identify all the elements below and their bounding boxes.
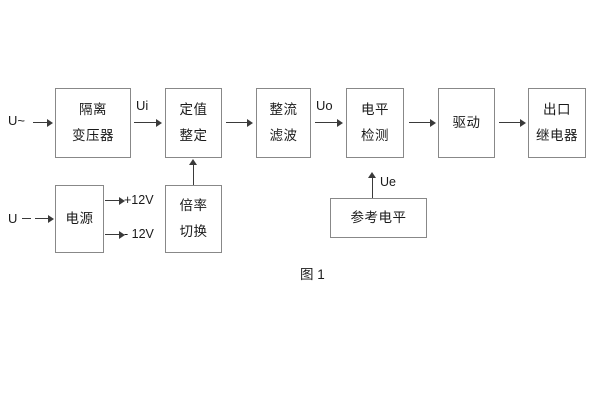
arrow-multiplier-switch-to-setting-value [189, 159, 198, 185]
block-isolation-transformer-line-1: 隔离 [79, 102, 107, 118]
arrow-reference-level-to-level-detection [368, 172, 377, 198]
label-ue: Ue [380, 175, 396, 189]
arrow-setting-value-to-rectify-filter [226, 118, 253, 127]
label-uo: Uo [316, 98, 333, 113]
label-dc-input: U [8, 211, 18, 226]
block-power-supply-line-1: 电源 [65, 210, 94, 226]
block-output-relay-line-1: 出口 [543, 102, 571, 118]
block-level-detection[interactable]: 电平 检测 [346, 88, 404, 158]
block-multiplier-switch-line-1: 倍率 [179, 198, 208, 214]
arrow-isolation-transformer-to-setting-value [134, 118, 162, 127]
block-setting-value-line-2: 整定 [179, 127, 208, 143]
block-rectify-filter[interactable]: 整流 滤波 [256, 88, 311, 158]
figure-caption: 图 1 [300, 267, 325, 282]
label-rail-negative: - 12V [124, 227, 154, 241]
arrow-rail-positive [105, 196, 125, 205]
block-setting-value-line-1: 定值 [179, 102, 208, 118]
block-output-relay[interactable]: 出口 继电器 [528, 88, 586, 158]
block-multiplier-switch-line-2: 切换 [179, 223, 208, 239]
arrow-rail-negative [105, 230, 125, 239]
arrow-rectify-filter-to-level-detection [315, 118, 343, 127]
block-power-supply[interactable]: 电源 [55, 185, 104, 253]
block-isolation-transformer-line-2: 变压器 [72, 127, 114, 143]
block-multiplier-switch[interactable]: 倍率 切换 [165, 185, 222, 253]
dash-dc-input-segment-1 [22, 218, 31, 219]
block-rectify-filter-line-1: 整流 [269, 102, 298, 118]
arrow-drive-to-output-relay [499, 118, 526, 127]
block-rectify-filter-line-2: 滤波 [269, 127, 298, 143]
block-reference-level-line-1: 参考电平 [350, 209, 407, 225]
block-setting-value[interactable]: 定值 整定 [165, 88, 222, 158]
block-drive[interactable]: 驱动 [438, 88, 495, 158]
block-reference-level[interactable]: 参考电平 [330, 198, 427, 238]
block-level-detection-line-2: 检测 [361, 127, 389, 143]
label-ac-input: U~ [8, 113, 25, 128]
arrow-ac-input-to-isolation-transformer [33, 118, 53, 127]
block-output-relay-line-2: 继电器 [536, 127, 578, 143]
arrow-level-detection-to-drive [409, 118, 436, 127]
label-rail-positive: +12V [124, 193, 154, 207]
block-isolation-transformer[interactable]: 隔离 变压器 [55, 88, 131, 158]
arrow-dc-input-to-power-supply [35, 214, 54, 223]
block-level-detection-line-1: 电平 [361, 102, 389, 118]
label-ui: Ui [136, 98, 149, 113]
block-drive-line-1: 驱动 [452, 114, 481, 130]
